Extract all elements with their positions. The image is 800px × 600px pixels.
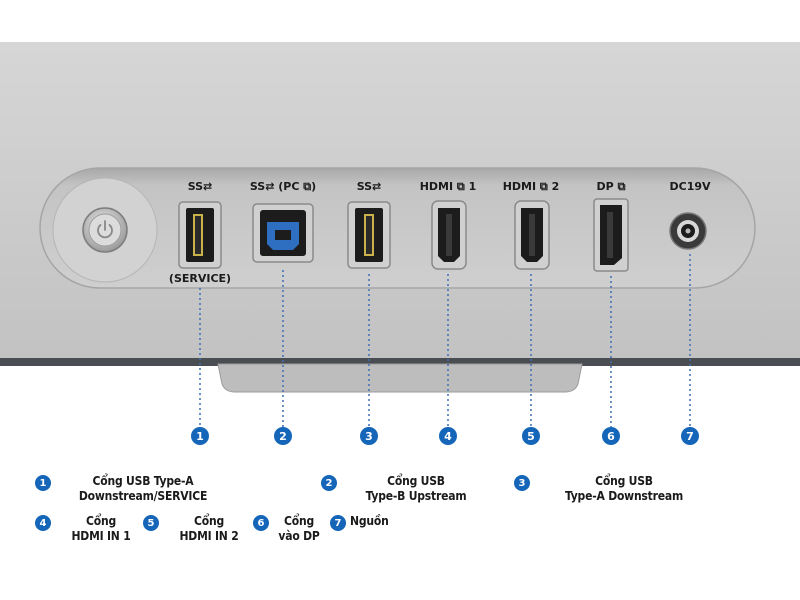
legend-number: 1 xyxy=(35,475,51,491)
legend-text: vào DP xyxy=(278,529,320,543)
svg-text:7: 7 xyxy=(686,430,694,443)
svg-text:3: 3 xyxy=(365,430,373,443)
port-label-4: HDMI ⧉ 1 xyxy=(420,180,477,193)
power-icon xyxy=(97,224,113,239)
port-label-6: DP ⧉ xyxy=(597,180,626,193)
port-label-7: DC19V xyxy=(669,180,711,193)
legend-number: 7 xyxy=(330,515,346,531)
monitor-stand xyxy=(217,363,583,393)
legend-text: Nguồn xyxy=(350,514,389,528)
hdmi-2-port[interactable] xyxy=(514,200,550,270)
port-label-1: SS⇄ xyxy=(188,180,213,193)
marker-4: 4 xyxy=(439,427,457,445)
svg-text:1: 1 xyxy=(196,430,204,443)
marker-1: 1 xyxy=(191,427,209,445)
legend-item-4: 4 Cổng HDMI IN 1 xyxy=(35,514,151,544)
legend-text: Type-A Downstream xyxy=(564,489,684,503)
marker-6: 6 xyxy=(602,427,620,445)
marker-5: 5 xyxy=(522,427,540,445)
svg-text:6: 6 xyxy=(607,430,615,443)
dc-power-jack[interactable] xyxy=(669,212,707,250)
legend-text: HDMI IN 1 xyxy=(71,529,131,543)
legend-item-6: 6 Cổng vào DP xyxy=(253,514,329,544)
usb-b-port[interactable] xyxy=(252,203,314,263)
legend-text: Type-B Upstream xyxy=(365,489,467,503)
legend-item-5: 5 Cổng HDMI IN 2 xyxy=(143,514,259,544)
svg-text:4: 4 xyxy=(444,430,452,443)
legend-item-3: 3 Cổng USB Type-A Downstream xyxy=(514,474,714,504)
legend-number: 6 xyxy=(253,515,269,531)
usb-a-service-port[interactable] xyxy=(178,201,222,269)
legend-text: HDMI IN 2 xyxy=(179,529,239,543)
power-button[interactable] xyxy=(82,207,128,253)
legend-item-1: 1 Cổng USB Type-A Downstream/SERVICE xyxy=(35,474,233,504)
port-label-5: HDMI ⧉ 2 xyxy=(503,180,560,193)
legend-text: Cổng USB xyxy=(387,474,445,488)
port-label-2: SS⇄ (PC ⧉) xyxy=(250,180,316,193)
panel-bottom-edge xyxy=(0,358,800,366)
svg-text:5: 5 xyxy=(527,430,535,443)
leader-lines xyxy=(199,254,691,427)
legend-text: Cổng USB Type-A xyxy=(92,474,194,488)
legend-number: 5 xyxy=(143,515,159,531)
legend-number: 2 xyxy=(321,475,337,491)
service-label: (SERVICE) xyxy=(169,272,231,285)
legend-text: Cổng xyxy=(86,514,116,528)
svg-text:2: 2 xyxy=(279,430,287,443)
marker-2: 2 xyxy=(274,427,292,445)
legend-number: 4 xyxy=(35,515,51,531)
marker-3: 3 xyxy=(360,427,378,445)
legend-number: 3 xyxy=(514,475,530,491)
legend-text: Cổng xyxy=(194,514,224,528)
displayport-port[interactable] xyxy=(593,198,629,272)
legend-text: Downstream/SERVICE xyxy=(78,489,208,503)
legend-text: Cổng xyxy=(284,514,314,528)
legend-item-7: 7 Nguồn xyxy=(330,514,389,531)
marker-7: 7 xyxy=(681,427,699,445)
hdmi-1-port[interactable] xyxy=(431,200,467,270)
legend-text: Cổng USB xyxy=(595,474,653,488)
usb-a-port[interactable] xyxy=(347,201,391,269)
legend-item-2: 2 Cổng USB Type-B Upstream xyxy=(321,474,491,504)
port-label-3: SS⇄ xyxy=(357,180,382,193)
